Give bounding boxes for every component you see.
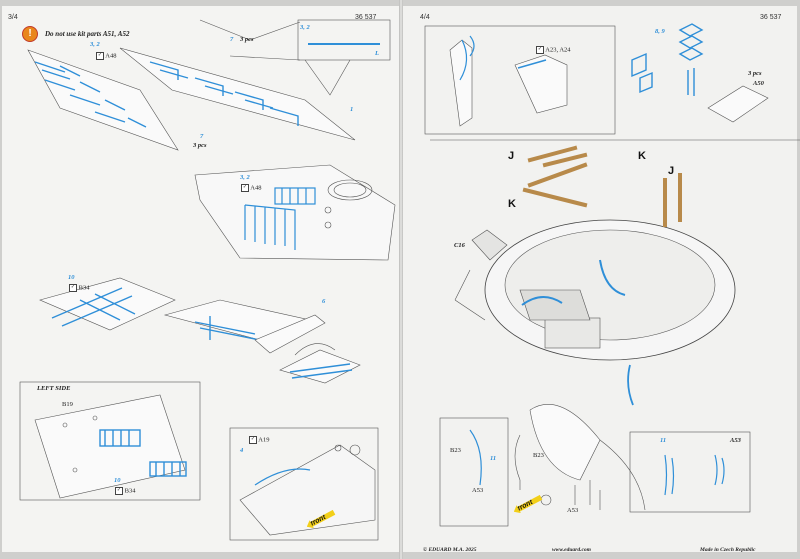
footer-website: www.eduard.com [552, 547, 591, 553]
step9-kit-part: B19 [62, 401, 73, 408]
checkbox-icon: ✓ [96, 52, 104, 60]
checkbox-icon: ✓ [241, 184, 249, 192]
checkbox-icon: ✓ [69, 284, 77, 292]
step3-parts: 3, 2 [300, 24, 310, 31]
footer-made-in: Made in Czech Republic [700, 547, 756, 553]
step2-parts: 7 [230, 36, 234, 43]
left-catalog-number: 36 537 [355, 14, 377, 21]
step4-parts: 1 [350, 106, 354, 113]
r3-letter-k2: K [638, 150, 646, 162]
step6-kit-part: ✓ A48 [240, 184, 261, 192]
step1-parts: 3, 2 [90, 41, 100, 48]
step10-kit-part: ✓ B34 [114, 487, 135, 495]
page-fold [399, 0, 403, 559]
r3-letter-k1: K [508, 198, 516, 210]
right-catalog-number: 36 537 [760, 14, 782, 21]
r4-kit-part-a53a: A53 [472, 487, 484, 494]
checkbox-icon: ✓ [115, 487, 123, 495]
step11-parts: 4 [240, 447, 244, 454]
step1-kit-part-label: A48 [105, 52, 117, 60]
step7-kit-part: ✓ B34 [68, 284, 89, 292]
step10-parts: 10 [114, 477, 121, 484]
warning-icon: ! [22, 26, 38, 42]
step2-qty: 3 pcs [240, 36, 254, 43]
step5-parts: 7 [200, 133, 204, 140]
r4-kit-part-a53b: A53 [567, 507, 579, 514]
left-side-title: LEFT SIDE [37, 385, 71, 392]
left-page-number: 3/4 [8, 14, 18, 21]
checkbox-icon: ✓ [536, 46, 544, 54]
step8-parts: 6 [322, 298, 326, 305]
right-page-number: 4/4 [420, 14, 430, 21]
r5-parts: 11 [660, 437, 667, 444]
step11-kit-part: ✓ A19 [248, 436, 269, 444]
step3-label: L [375, 50, 379, 57]
step10-kit-part-label: B34 [124, 487, 136, 495]
r4-parts: 11 [490, 455, 497, 462]
r1-kit-part-label: A23, A24 [545, 46, 571, 54]
step7-parts: 10 [68, 274, 75, 281]
step1-kit-part: ✓ A48 [95, 52, 116, 60]
step7-kit-part-label: B34 [78, 284, 90, 292]
footer-copyright: © EDUARD M.A. 2025 [423, 547, 477, 553]
r5-kit-part: A53 [730, 437, 741, 444]
step6-kit-part-label: A48 [250, 184, 262, 192]
checkbox-icon: ✓ [249, 436, 257, 444]
r2-kit-part: A50 [753, 80, 764, 87]
step11-kit-part-label: A19 [258, 436, 270, 444]
r4-kit-part-b23b: B23 [533, 452, 544, 459]
r4-kit-part-b23a: B23 [450, 447, 461, 454]
step6-parts: 3, 2 [240, 174, 250, 181]
r3-letter-j1: J [508, 150, 515, 162]
r2-qty: 3 pcs [748, 70, 762, 77]
warning-text: Do not use kit parts A51, A52 [45, 30, 130, 38]
r3-kit-part: C16 [454, 242, 465, 249]
r1-kit-part: ✓ A23, A24 [535, 46, 571, 54]
r3-letter-j2: J [668, 165, 675, 177]
step5-qty: 3 pcs [193, 142, 207, 149]
r2-parts: 8, 9 [655, 28, 665, 35]
